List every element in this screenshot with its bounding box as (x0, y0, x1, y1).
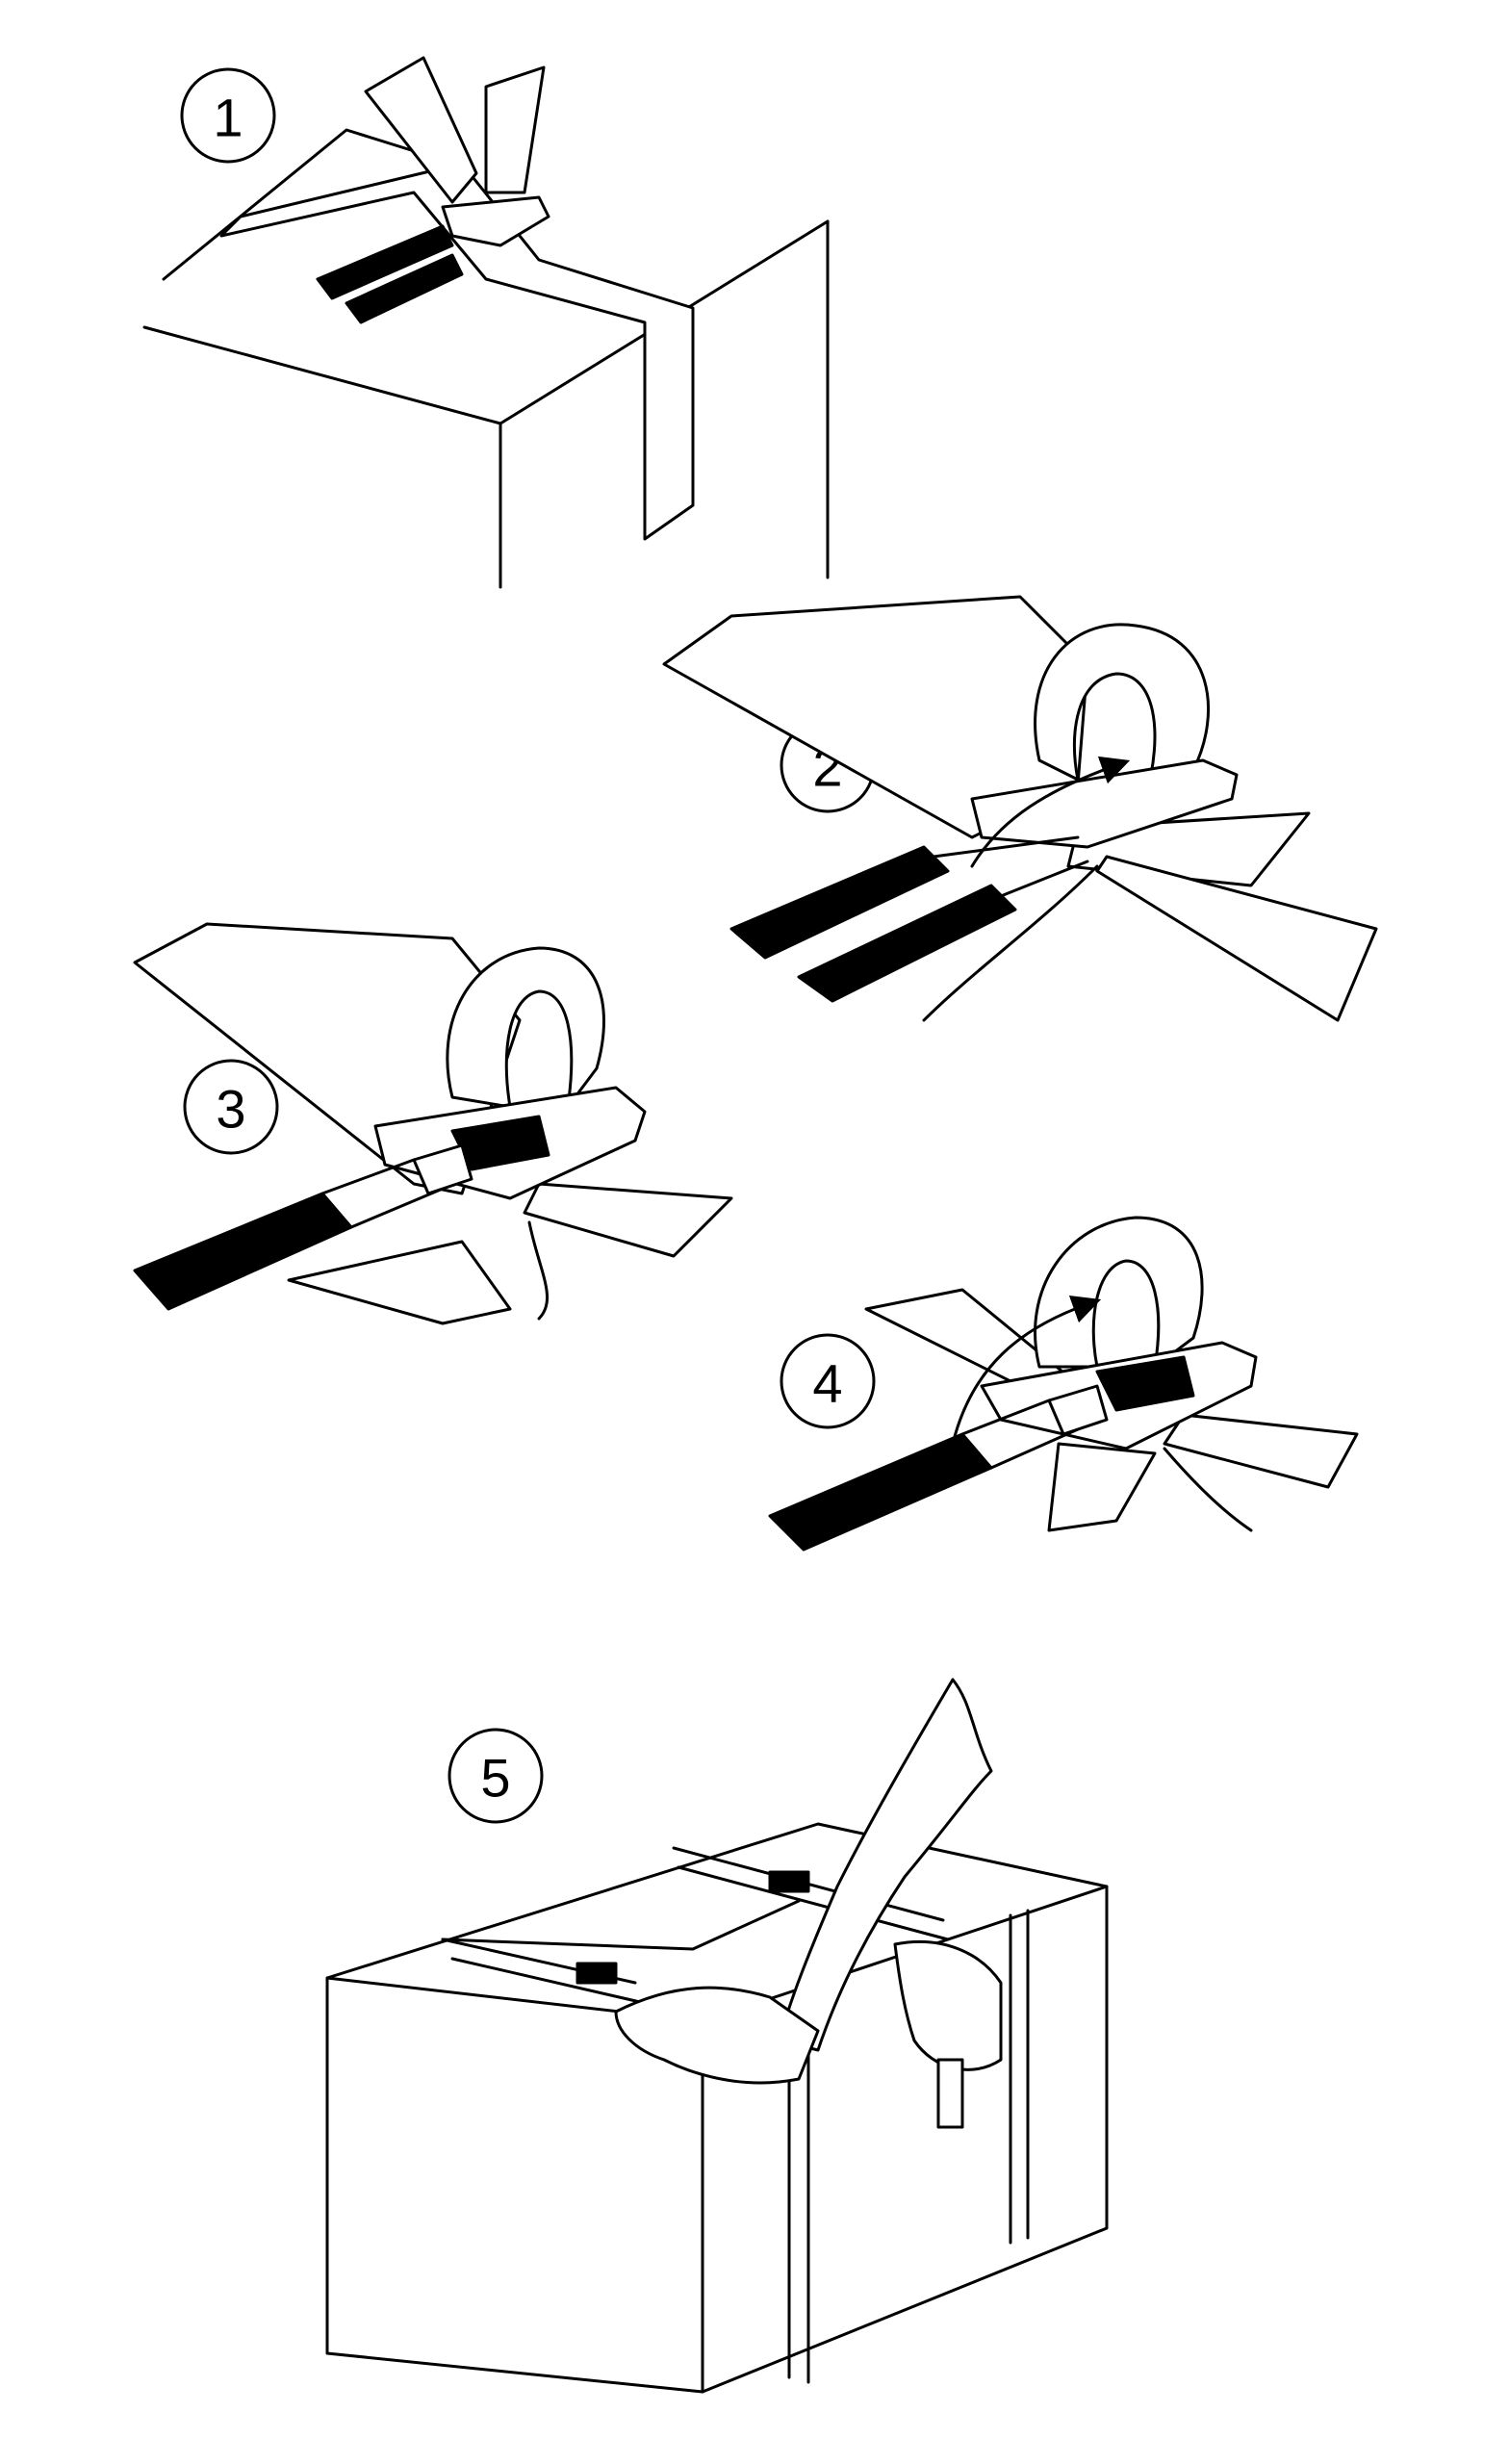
step-4-circle (780, 1333, 876, 1429)
buckle-bar-top (729, 845, 950, 960)
buckle-bar-bottom (345, 253, 464, 324)
threading-arrow-icon (951, 1295, 1102, 1446)
step-1-number: 1 (213, 88, 243, 148)
step-1-panel: 1 (142, 56, 830, 589)
strap-tail-lower (1095, 855, 1378, 1022)
step-4-strap (864, 1216, 1359, 1532)
step-1-badge: 1 (180, 67, 276, 164)
step-4-number: 4 (812, 1353, 842, 1414)
step-2-panel: 2 (662, 595, 1378, 1022)
strap-loop (1034, 1216, 1204, 1369)
buckle-rails (320, 1158, 445, 1229)
strap-wrap (1047, 1384, 1109, 1436)
strap-band (219, 162, 695, 541)
strap-side-vertical (1009, 1909, 1030, 2245)
step-3-buckle (133, 1086, 647, 1311)
buckle-frame (970, 758, 1239, 849)
buckle-bar (133, 1192, 353, 1311)
step-2-strap (662, 595, 1378, 1022)
strap-end-left (364, 56, 478, 204)
strap-buckle-icon (575, 1962, 618, 1985)
arm (778, 1678, 993, 2052)
buckle-bar-top (316, 224, 454, 300)
strap-tail-under (527, 1220, 549, 1321)
buckle-bar (768, 1432, 993, 1552)
strap-tail-under (922, 864, 1099, 1022)
box-icon (325, 1822, 1109, 2394)
step-5-number: 5 (480, 1748, 510, 1809)
strap-tail-right (523, 1182, 733, 1258)
step-5-circle (448, 1728, 544, 1824)
step-1-buckle (316, 195, 550, 324)
strap-wrap (412, 1143, 473, 1195)
step-5-badge: 5 (448, 1728, 544, 1824)
buckle-rails (960, 1399, 1080, 1470)
strap-front-vertical (787, 2034, 810, 2384)
strap-tail-lower (287, 1240, 512, 1325)
strap-buckle-icon (768, 1870, 810, 1893)
strap-loop (446, 946, 605, 1109)
threading-arrow-icon (970, 756, 1131, 868)
left-hand (614, 1986, 820, 2085)
box-corner (142, 128, 830, 589)
step-5-panel: 5 (325, 1678, 1109, 2394)
step-1-strap (219, 56, 695, 541)
strap-tail-lower (1047, 1442, 1157, 1532)
buckle-slider (1095, 1355, 1195, 1412)
buckle-bar-bottom (797, 884, 1017, 1003)
step-1-circle (180, 67, 276, 164)
step-4-panel: 4 (768, 1216, 1359, 1552)
step-3-circle (183, 1059, 279, 1155)
hand-icon (614, 1678, 1003, 2129)
step-3-panel: 3 (133, 922, 733, 1325)
step-3-number: 3 (216, 1079, 245, 1140)
box-back-edge (162, 128, 425, 281)
step-4-badge: 4 (780, 1333, 876, 1429)
step-3-badge: 3 (183, 1059, 279, 1155)
strap-tail-right (1163, 1413, 1359, 1489)
buckle-frame (441, 195, 550, 247)
buckle-rails (932, 835, 1089, 902)
strap-end-held (936, 2058, 964, 2129)
step-5-straps (441, 1846, 1030, 2384)
box-tape-seam (441, 1899, 801, 1951)
strap-tail-under (1163, 1447, 1253, 1532)
step-2-buckle (729, 758, 1239, 1003)
strap-end-right (484, 65, 546, 194)
step-4-buckle (768, 1341, 1258, 1552)
box-outline (325, 1822, 1109, 2394)
